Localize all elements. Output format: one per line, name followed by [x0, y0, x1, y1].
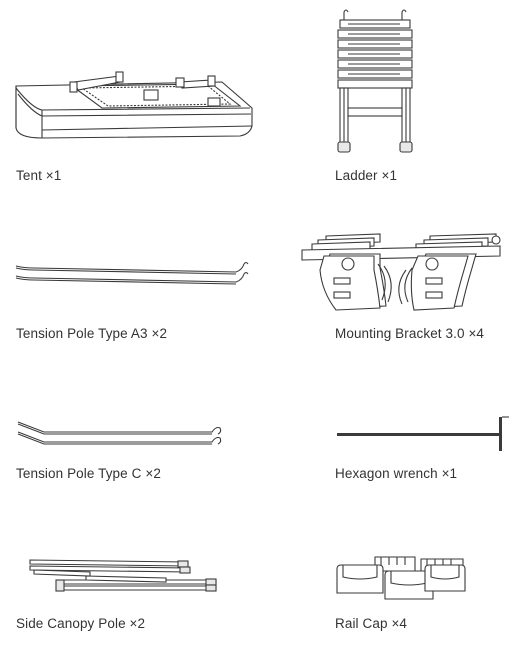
tension-pole-c-illustration: [16, 420, 226, 446]
item-qty: ×2: [145, 466, 161, 481]
item-qty: ×1: [441, 466, 458, 481]
item-qty: ×4: [468, 326, 485, 341]
item-name: Mounting Bracket 3.0: [335, 326, 465, 341]
item-label: Ladder ×1: [335, 168, 397, 183]
item-qty: ×4: [391, 616, 408, 631]
item-name: Ladder: [335, 168, 378, 183]
item-label: Rail Cap ×4: [335, 616, 407, 631]
side-canopy-pole-illustration: [26, 556, 221, 598]
item-name: Hexagon wrench: [335, 466, 438, 481]
item-label: Mounting Bracket 3.0 ×4: [335, 326, 484, 341]
item-name: Tent: [16, 168, 42, 183]
rail-cap-illustration: [335, 553, 470, 601]
item-qty: ×2: [151, 326, 168, 341]
item-qty: ×1: [45, 168, 62, 183]
item-label: Tent ×1: [16, 168, 61, 183]
tension-pole-a3-illustration: [14, 258, 249, 286]
ladder-illustration: [334, 8, 414, 158]
item-name: Tension Pole Type C: [16, 466, 142, 481]
item-name: Rail Cap: [335, 616, 388, 631]
item-name: Side Canopy Pole: [16, 616, 126, 631]
mounting-bracket-illustration: [300, 228, 505, 313]
item-label: Tension Pole Type A3 ×2: [16, 326, 167, 341]
item-label: Side Canopy Pole ×2: [16, 616, 145, 631]
item-label: Hexagon wrench ×1: [335, 466, 457, 481]
tent-illustration: [12, 68, 257, 148]
item-label: Tension Pole Type C ×2: [16, 466, 161, 481]
item-qty: ×2: [129, 616, 146, 631]
item-qty: ×1: [381, 168, 398, 183]
hexagon-wrench-illustration: [337, 415, 512, 455]
item-name: Tension Pole Type A3: [16, 326, 148, 341]
